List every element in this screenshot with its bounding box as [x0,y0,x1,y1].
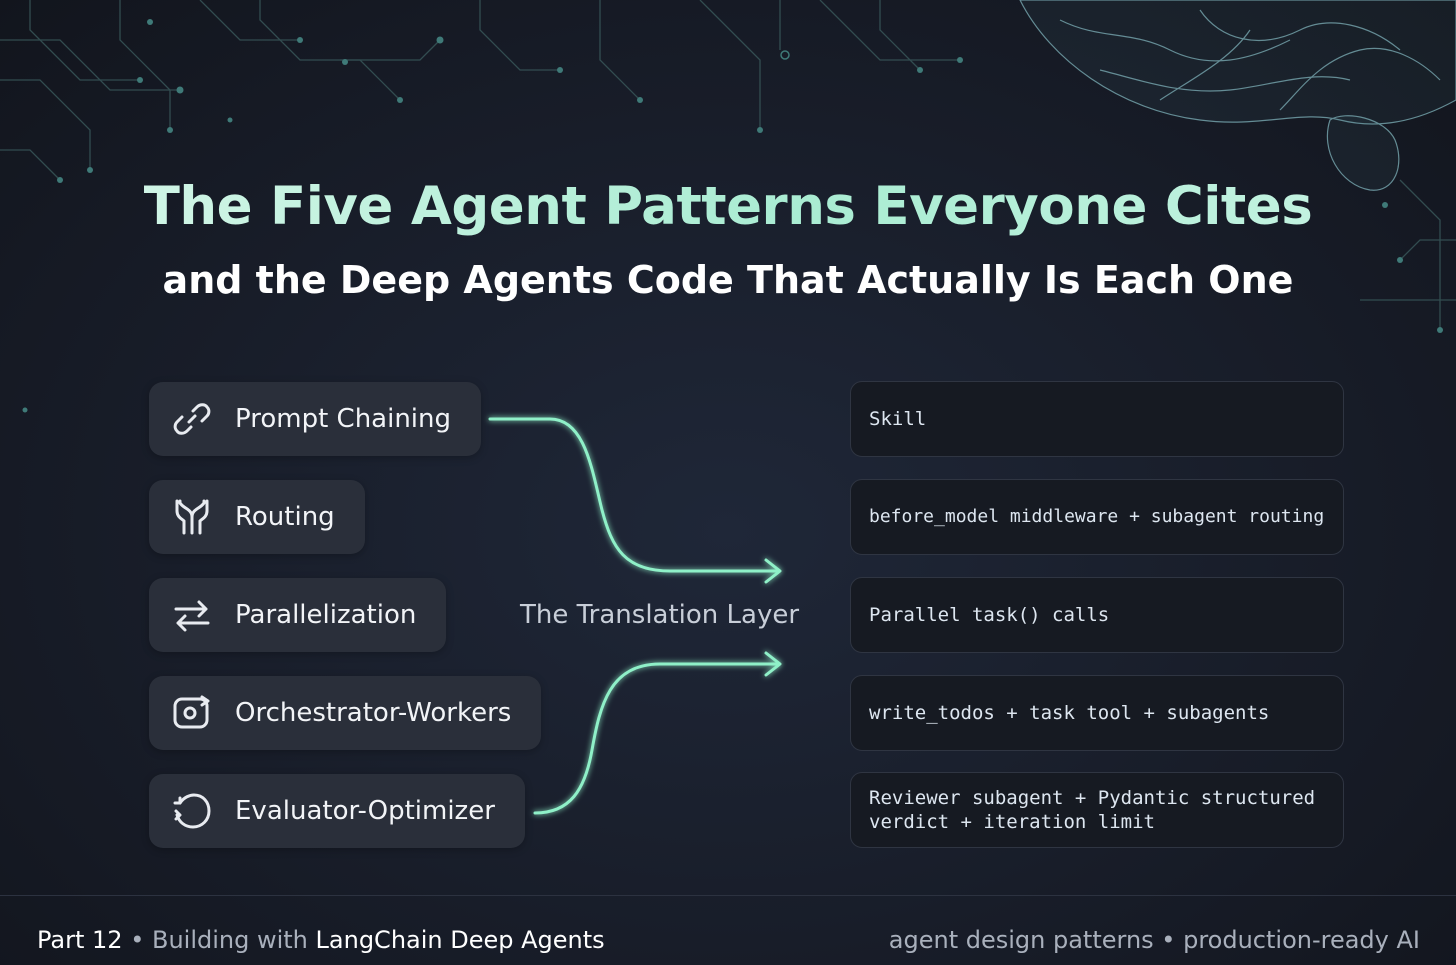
code-text: Parallel task() calls [869,604,1110,626]
pattern-card-prompt-chaining: Prompt Chaining [149,382,482,456]
brain-graphic [1019,0,1456,191]
arrow-bottom-head [764,651,782,677]
arrow-top [488,417,780,573]
refresh-icon [171,790,213,832]
circuit-nodes [22,19,1443,413]
pattern-card-orchestrator-workers: Orchestrator-Workers [149,676,542,750]
page-title: The Five Agent Patterns Everyone Cites [0,176,1456,237]
pattern-label: Prompt Chaining [235,404,452,434]
circuit-traces [0,0,1456,330]
arrow-top-head [764,558,782,584]
pattern-label: Routing [235,502,335,532]
footer-series: Part 12 • Building with LangChain Deep A… [37,926,605,954]
footer-series-name: LangChain Deep Agents [315,926,605,954]
footer-series-prefix: Building with [151,926,308,954]
code-box-orchestrator: write_todos + task tool + subagents [850,675,1344,751]
code-text: before_model middleware + subagent routi… [869,506,1325,527]
routing-icon [171,496,213,538]
footer-separator: • [130,926,145,954]
pattern-card-routing: Routing [149,480,365,554]
arrow-bottom [533,662,780,815]
link-icon [171,398,213,440]
pattern-label: Orchestrator-Workers [235,698,512,728]
code-text: Skill [869,408,927,430]
code-box-skill: Skill [850,381,1344,457]
footer-tags: agent design patterns • production-ready… [888,926,1420,954]
orchestrator-icon [171,692,213,734]
footer-divider [0,895,1456,896]
parallel-arrows-icon [171,594,213,636]
code-text: Reviewer subagent + Pydantic structured … [869,787,1316,833]
pattern-card-parallelization: Parallelization [149,578,447,652]
code-text: write_todos + task tool + subagents [869,702,1270,724]
pattern-card-evaluator-optimizer: Evaluator-Optimizer [149,774,525,848]
pattern-label: Parallelization [235,600,417,630]
page-subtitle: and the Deep Agents Code That Actually I… [162,258,1294,302]
footer-part: Part 12 [37,926,123,954]
pattern-label: Evaluator-Optimizer [235,796,495,826]
code-box-evaluator: Reviewer subagent + Pydantic structured … [850,772,1344,848]
code-box-parallel: Parallel task() calls [850,577,1344,653]
translation-layer-label: The Translation Layer [520,600,800,630]
code-box-routing: before_model middleware + subagent routi… [850,479,1344,555]
